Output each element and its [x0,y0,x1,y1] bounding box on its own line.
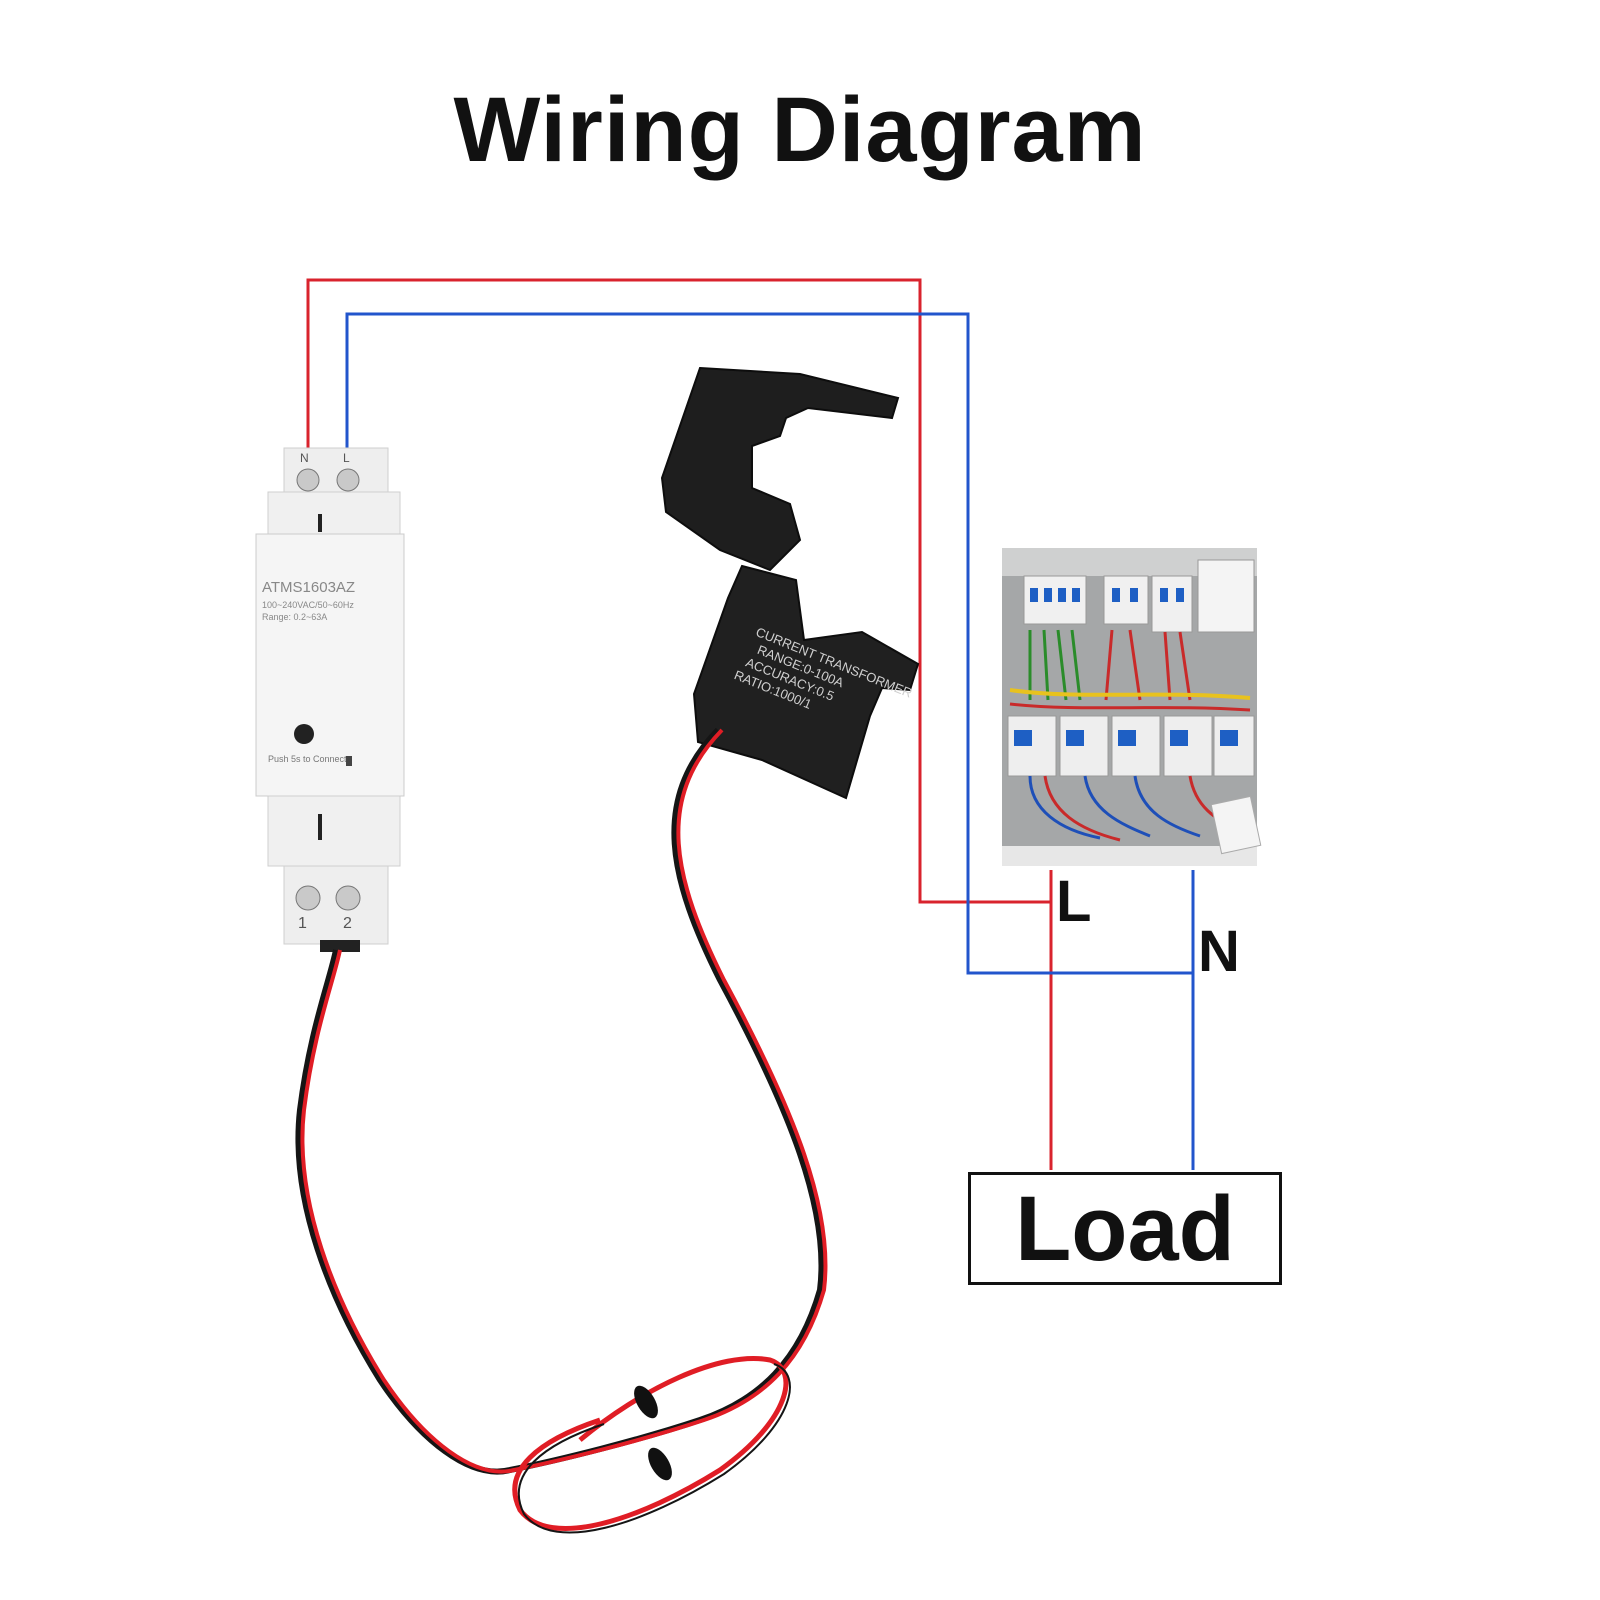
smart-meter: N L 1 2 ATMS1603AZ 100~240VAC/50~60Hz Ra… [255,447,405,952]
terminal-screw-l [336,468,360,492]
meter-terminal-2: 2 [343,915,352,932]
meter-terminal-n: N [300,451,309,465]
terminal-screw-2 [335,885,361,911]
diagram-title: Wiring Diagram [453,79,1147,181]
load-label: Load [1015,1177,1235,1280]
meter-button-label: Push 5s to Connect [268,754,347,764]
neutral-label: N [1198,919,1240,984]
distribution-panel [1002,548,1262,866]
meter-model: ATMS1603AZ [262,579,355,596]
ct-cable [295,727,828,1534]
meter-spec: 100~240VAC/50~60Hz [262,600,354,610]
meter-terminal-l: L [343,451,350,465]
line-wire [306,278,1053,1170]
current-transformer: CURRENT TRANSFORMER RANGE:0-100A ACCURAC… [660,366,920,800]
meter-terminal-1: 1 [298,915,307,932]
terminal-screw-1 [295,885,321,911]
line-label: L [1056,869,1092,934]
neutral-wire [345,312,1193,975]
load-box: Load [968,1172,1282,1285]
meter-range: Range: 0.2~63A [262,612,327,622]
terminal-screw-n [296,468,320,492]
meter-connect-button [294,724,314,744]
